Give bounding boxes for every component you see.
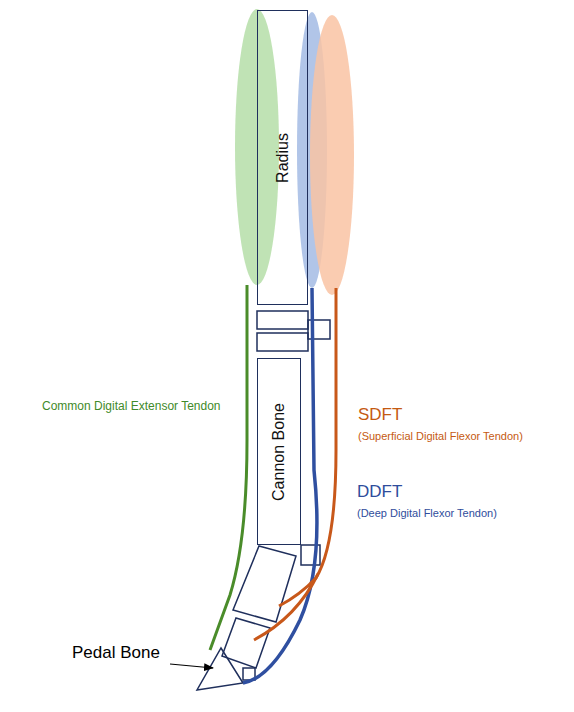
anatomy-label: Pedal Bone — [72, 643, 160, 663]
sdf-muscle — [310, 15, 354, 295]
carpal-bone — [257, 311, 308, 329]
extensor-tendon — [210, 285, 247, 650]
anatomy-label: (Deep Digital Flexor Tendon) — [357, 507, 497, 519]
anatomy-label: SDFT — [358, 405, 402, 425]
bone-box: Cannon Bone — [257, 358, 301, 545]
bone-name: Cannon Bone — [270, 403, 288, 501]
leader-arrow — [170, 664, 213, 668]
long-pastern-bone — [233, 546, 296, 622]
pedal-bone-shape — [197, 648, 243, 690]
bone-name: Radius — [274, 133, 292, 183]
carpal-bone — [257, 333, 308, 351]
anatomy-label: (Superficial Digital Flexor Tendon) — [358, 430, 523, 442]
sdft-branch — [254, 574, 318, 640]
anatomy-label: DDFT — [357, 482, 402, 502]
sdft-line — [279, 288, 336, 606]
anatomy-label: Common Digital Extensor Tendon — [42, 399, 221, 413]
bone-box: Radius — [257, 10, 308, 305]
